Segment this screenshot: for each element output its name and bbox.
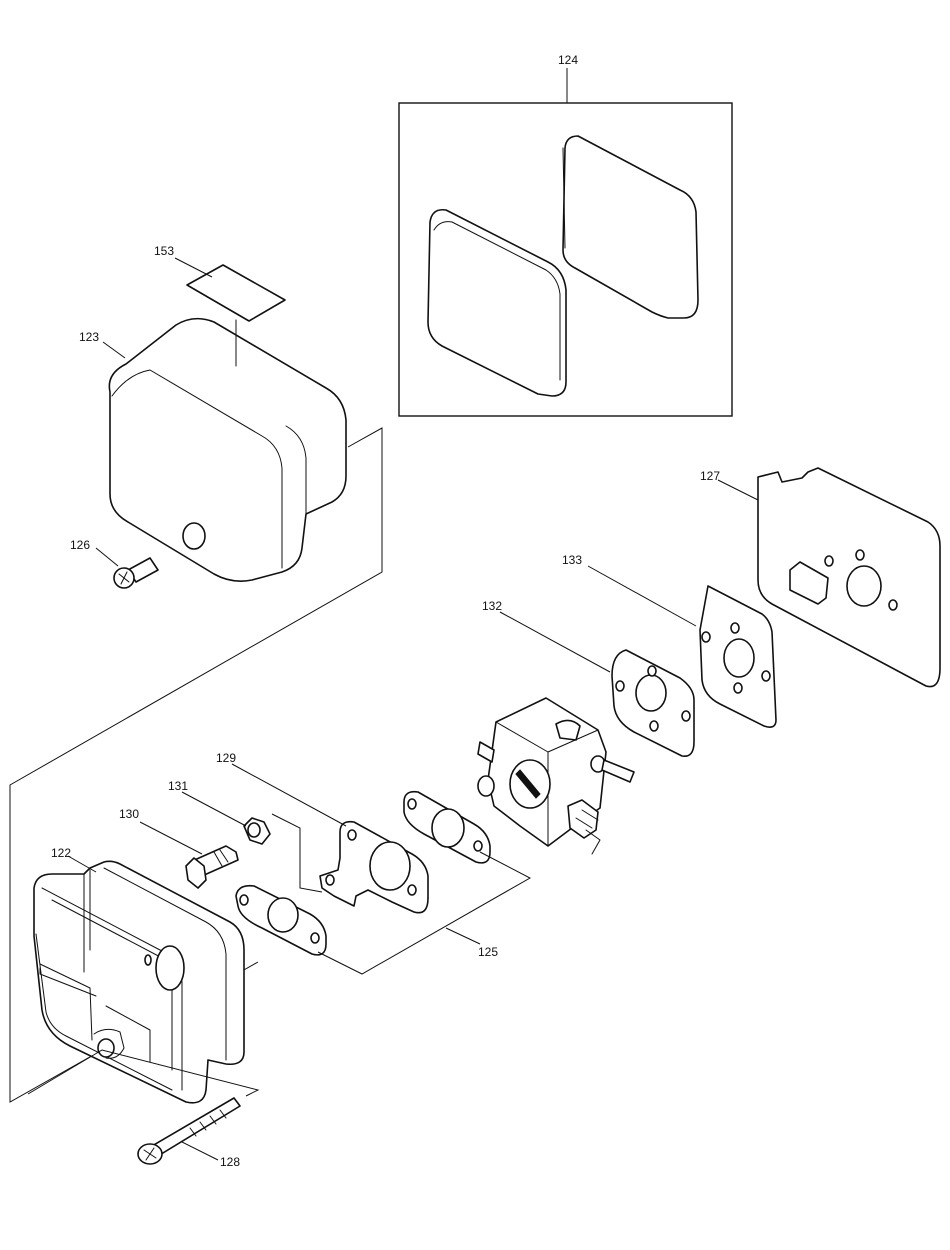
callout-124: 124 [558, 53, 578, 67]
leader-130 [139, 821, 203, 855]
leader-128 [181, 1141, 219, 1161]
bracket-125 [317, 851, 532, 975]
filter-pad-front [427, 208, 567, 397]
filter-base [33, 860, 245, 1104]
base-bolt-hole [97, 1038, 115, 1058]
guide-line-cover [9, 427, 383, 1103]
insulator-plate [757, 467, 941, 688]
cover-knob-hole [182, 522, 206, 550]
filter-pad-rear [562, 135, 699, 319]
insulator-port [846, 565, 882, 607]
hex-nut [243, 817, 271, 845]
leader-122 [67, 855, 97, 873]
long-bolt [137, 1097, 241, 1165]
leader-153 [174, 257, 213, 278]
callout-122: 122 [51, 846, 71, 860]
insulator-slot [789, 561, 829, 605]
leader-125 [445, 927, 481, 945]
filter-pads-box [398, 102, 733, 417]
leader-126 [95, 547, 119, 567]
callout-127: 127 [700, 469, 720, 483]
gasket-133 [699, 585, 777, 728]
leader-127 [717, 479, 759, 501]
callout-125: 125 [478, 945, 498, 959]
leader-131 [181, 791, 247, 827]
guide-line-nut [271, 813, 323, 893]
callout-128: 128 [220, 1155, 240, 1169]
callout-129: 129 [216, 751, 236, 765]
gasket-125-lower [235, 884, 327, 956]
leader-123 [102, 341, 126, 359]
threaded-stud [185, 845, 239, 889]
callout-126: 126 [70, 538, 90, 552]
leader-132 [499, 611, 611, 673]
callout-131: 131 [168, 779, 188, 793]
carburetor [477, 697, 635, 855]
filter-pads-assembly [398, 68, 733, 417]
spacer-plate [319, 820, 429, 914]
label-sticker [186, 264, 286, 322]
callout-132: 132 [482, 599, 502, 613]
leader-129 [231, 763, 347, 827]
callout-153: 153 [154, 244, 174, 258]
cover-screw [113, 557, 159, 589]
leader-133 [587, 565, 697, 627]
base-intake-port [155, 945, 185, 991]
air-filter-cover [108, 317, 347, 582]
guide-line-bolt [27, 1049, 260, 1097]
gasket-125-upper [403, 790, 491, 864]
callout-130: 130 [119, 807, 139, 821]
gasket-132 [611, 649, 695, 758]
callout-123: 123 [79, 330, 99, 344]
callout-133: 133 [562, 553, 582, 567]
